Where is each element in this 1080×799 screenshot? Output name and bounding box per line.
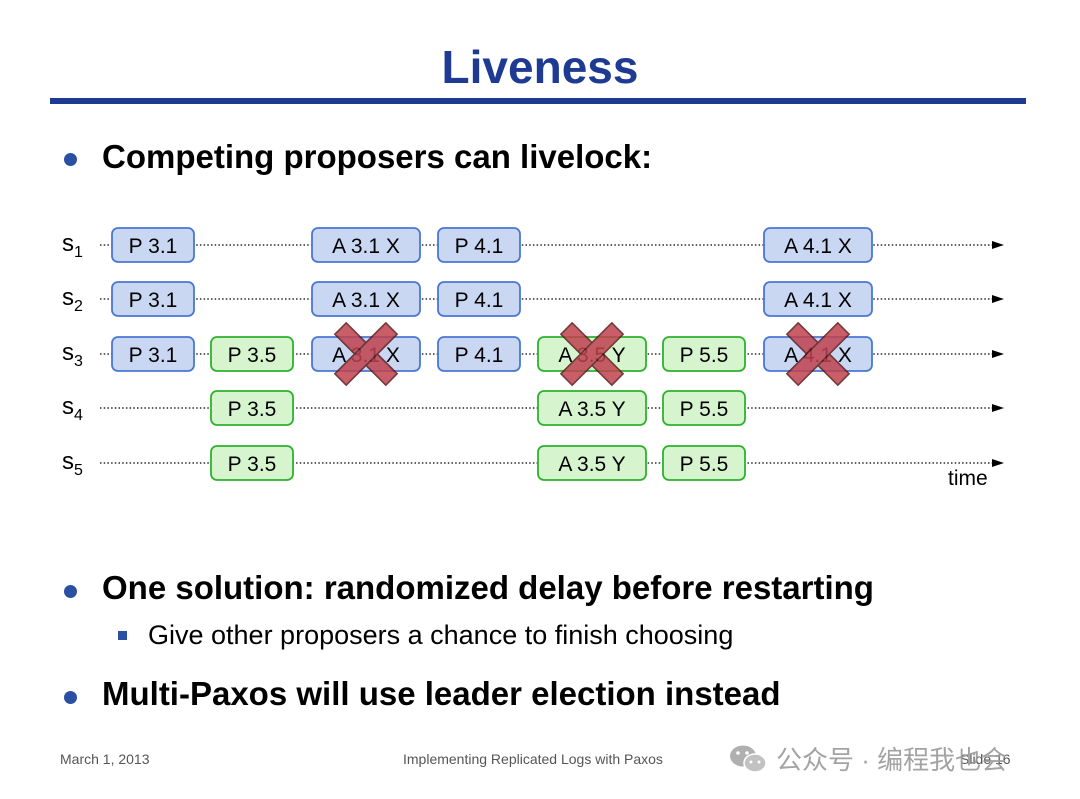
message-label: P 4.1 xyxy=(455,344,504,367)
message-box-bg xyxy=(437,281,521,317)
bullet-dot xyxy=(64,691,77,704)
accept-message-box: A 4.1 X xyxy=(763,227,873,263)
accept-message-box: A 3.5 Y xyxy=(537,445,647,481)
timeline-arrowhead xyxy=(992,350,1004,358)
message-label: P 3.5 xyxy=(228,453,277,476)
server-index: 3 xyxy=(74,353,83,370)
watermark-text: 公众号 · 编程我也会 xyxy=(776,745,1008,775)
message-box-bg xyxy=(437,227,521,263)
message-box-bg xyxy=(210,390,294,426)
message-box-bg xyxy=(311,227,421,263)
message-label: A 3.5 Y xyxy=(558,398,625,421)
message-box-bg xyxy=(662,336,746,372)
message-box-bg xyxy=(111,336,195,372)
server-label: s2 xyxy=(62,284,83,315)
rejected-cross-icon xyxy=(559,321,625,387)
cross-center xyxy=(356,344,376,364)
server-index: 1 xyxy=(74,244,83,261)
bullet-dot xyxy=(64,153,77,166)
message-label: P 3.1 xyxy=(129,289,178,312)
footer-slide-number: Slide 16 xyxy=(960,751,1011,767)
timeline-arrowhead xyxy=(992,459,1004,467)
accept-message-box: A 3.1 X xyxy=(311,227,421,263)
accept-message-box: A 3.5 Y xyxy=(537,390,647,426)
message-box-bg xyxy=(537,390,647,426)
message-box-bg xyxy=(662,445,746,481)
server-label: s1 xyxy=(62,230,83,261)
message-box-bg xyxy=(111,281,195,317)
timeline-arrowhead xyxy=(992,295,1004,303)
message-box-bg xyxy=(437,336,521,372)
timeline-arrowhead xyxy=(992,404,1004,412)
message-label: P 3.1 xyxy=(129,344,178,367)
prepare-message-box: P 3.5 xyxy=(210,390,294,426)
message-label: A 4.1 X xyxy=(784,235,852,258)
accept-message-box: A 3.1 X xyxy=(311,281,421,317)
livelock-timeline-diagram: s1 s2 s3 s4 s5 time P 3.1 A 3.1 X P 4.1 A 4.1 X P … xyxy=(62,227,1004,490)
prepare-message-box: P 5.5 xyxy=(662,336,746,372)
sub-bullet-give-chance: Give other proposers a chance to finish … xyxy=(148,620,734,650)
message-box-bg xyxy=(763,227,873,263)
rejected-cross-icon xyxy=(333,321,399,387)
prepare-message-box: P 5.5 xyxy=(662,445,746,481)
sub-bullet-square xyxy=(118,631,127,640)
message-label: P 3.5 xyxy=(228,344,277,367)
message-box-bg xyxy=(311,281,421,317)
prepare-message-box: P 3.5 xyxy=(210,336,294,372)
watermark: 公众号 · 编程我也会 xyxy=(728,740,1007,777)
bullet-one-solution: One solution: randomized delay before re… xyxy=(102,569,874,606)
prepare-message-box: P 3.1 xyxy=(111,336,195,372)
message-box-bg xyxy=(210,336,294,372)
message-label: A 3.5 Y xyxy=(558,453,625,476)
time-axis-label: time xyxy=(948,467,988,490)
bullet-multi-paxos: Multi-Paxos will use leader election ins… xyxy=(102,675,781,712)
message-label: A 3.1 X xyxy=(332,235,400,258)
rejected-cross-icon xyxy=(785,321,851,387)
bullet-competing-proposers: Competing proposers can livelock: xyxy=(102,138,653,175)
prepare-message-box: P 4.1 xyxy=(437,336,521,372)
slide-title: Liveness xyxy=(441,41,639,93)
message-box-bg xyxy=(763,281,873,317)
message-label: P 5.5 xyxy=(680,398,729,421)
message-label: P 5.5 xyxy=(680,344,729,367)
accept-message-box: A 4.1 X xyxy=(763,281,873,317)
message-box-bg xyxy=(210,445,294,481)
prepare-message-box: P 3.1 xyxy=(111,281,195,317)
message-label: P 5.5 xyxy=(680,453,729,476)
message-box-bg xyxy=(111,227,195,263)
message-label: P 3.5 xyxy=(228,398,277,421)
footer-date: March 1, 2013 xyxy=(60,751,150,767)
message-label: P 4.1 xyxy=(455,235,504,258)
server-label: s4 xyxy=(62,393,83,424)
message-label: A 3.1 X xyxy=(332,289,400,312)
message-box-bg xyxy=(537,445,647,481)
prepare-message-box: P 3.1 xyxy=(111,227,195,263)
server-index: 4 xyxy=(74,407,83,424)
message-label: A 4.1 X xyxy=(784,289,852,312)
server-label: s5 xyxy=(62,448,83,479)
footer-title: Implementing Replicated Logs with Paxos xyxy=(403,751,663,767)
title-rule xyxy=(50,98,1026,104)
message-label: P 3.1 xyxy=(129,235,178,258)
server-index: 5 xyxy=(74,462,83,479)
bullet-dot xyxy=(64,585,77,598)
prepare-message-box: P 5.5 xyxy=(662,390,746,426)
wechat-icon xyxy=(730,745,767,773)
server-label: s3 xyxy=(62,339,83,370)
message-label: P 4.1 xyxy=(455,289,504,312)
prepare-message-box: P 4.1 xyxy=(437,227,521,263)
message-box-bg xyxy=(662,390,746,426)
timeline-arrowhead xyxy=(992,241,1004,249)
prepare-message-box: P 4.1 xyxy=(437,281,521,317)
server-index: 2 xyxy=(74,298,83,315)
prepare-message-box: P 3.5 xyxy=(210,445,294,481)
